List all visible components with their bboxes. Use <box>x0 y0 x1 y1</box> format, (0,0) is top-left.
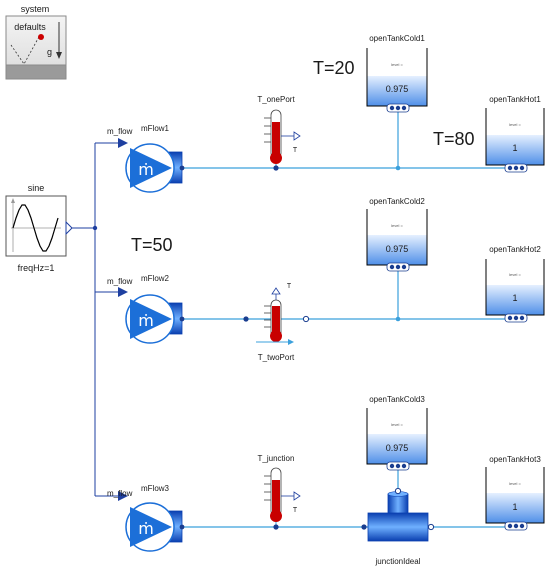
mflow3-input-port[interactable] <box>118 491 128 501</box>
cold-tank-2-level-value: 0.975 <box>386 244 409 254</box>
t-oneport-output-port[interactable] <box>293 131 301 141</box>
signal-junction-dot <box>92 225 98 231</box>
sine-title: sine <box>28 183 45 193</box>
annotation-t-cold: T=20 <box>313 58 355 78</box>
hot-tank-3-label: openTankHot3 <box>489 455 541 464</box>
mflow2-source[interactable]: mFlow2 ṁ <box>125 274 185 344</box>
fluid-junction-dot-2 <box>395 316 401 322</box>
sine-output-port[interactable] <box>65 220 73 236</box>
annotation-t-mid: T=50 <box>131 235 173 255</box>
sine-param: freqHz=1 <box>18 263 55 273</box>
t-junction-sensor[interactable]: T_junction T <box>258 454 301 530</box>
flow-direction-arrow-icon <box>288 339 294 345</box>
hot-tank-1-level-value: 1 <box>512 143 517 153</box>
t-twoport-sensor[interactable]: T T_twoPort <box>243 283 310 362</box>
system-defaults-label: defaults <box>14 22 46 32</box>
ground-icon <box>5 64 67 80</box>
mflow1-input-port[interactable] <box>118 138 128 148</box>
hot-tank-1-label: openTankHot1 <box>489 95 541 104</box>
system-title: system <box>21 4 50 14</box>
hot-tank-1-level-label: level = <box>509 122 521 127</box>
open-tank-cold-3[interactable]: openTankCold3 level = 0.975 <box>366 395 428 471</box>
pendulum-icon <box>10 34 41 65</box>
cold-tank-3-level-label: level = <box>391 422 403 427</box>
mflow3-symbol: ṁ <box>138 519 154 538</box>
tee-pipe-icon <box>387 493 409 515</box>
mflow2-symbol: ṁ <box>138 311 154 330</box>
cold-tank-1-level-label: level = <box>391 62 403 67</box>
system-block[interactable]: system defaults g <box>5 4 67 80</box>
mflow1-input-label: m_flow <box>107 127 133 136</box>
t-twoport-label: T_twoPort <box>258 353 295 362</box>
annotation-t-hot: T=80 <box>433 129 475 149</box>
hot-tank-2-level-label: level = <box>509 272 521 277</box>
mflow1-source[interactable]: mFlow1 ṁ <box>125 124 185 193</box>
mflow2-input-port[interactable] <box>118 287 128 297</box>
hot-tank-3-level-label: level = <box>509 481 521 486</box>
cold-tank-3-level-value: 0.975 <box>386 443 409 453</box>
mflow1-pump-icon <box>130 148 172 188</box>
cold-tank-2-level-label: level = <box>391 223 403 228</box>
sine-wave-icon <box>12 204 59 252</box>
signal-lines <box>72 142 118 497</box>
mflow2-label: mFlow2 <box>141 274 170 283</box>
gravity-arrow-icon <box>56 52 62 59</box>
fluid-lines <box>182 112 520 528</box>
cold-tank-1-level-value: 0.975 <box>386 84 409 94</box>
pendulum-mass-icon <box>38 34 44 40</box>
sine-block[interactable]: sine freqHz=1 <box>5 183 73 273</box>
hot-tank-3-level-value: 1 <box>512 502 517 512</box>
fluid-junction-dot-1 <box>395 165 401 171</box>
cold-tank-2-label: openTankCold2 <box>369 197 425 206</box>
open-tank-hot-1[interactable]: openTankHot1 level = 1 <box>485 95 545 173</box>
t-twoport-output-port[interactable] <box>271 287 281 295</box>
open-tank-cold-1[interactable]: openTankCold1 level = 0.975 <box>366 34 428 113</box>
mflow3-input-label: m_flow <box>107 489 133 498</box>
hot-tank-2-level-value: 1 <box>512 293 517 303</box>
t-oneport-label: T_onePort <box>257 95 295 104</box>
t-oneport-out-label: T <box>293 147 298 154</box>
cold-tank-3-label: openTankCold3 <box>369 395 425 404</box>
mflow2-pump-icon <box>130 299 172 339</box>
open-tank-hot-3[interactable]: openTankHot3 level = 1 <box>485 455 545 531</box>
t-junction-label: T_junction <box>258 454 295 463</box>
mflow3-pump-icon <box>130 507 172 547</box>
hot-tank-2-label: openTankHot2 <box>489 245 541 254</box>
junction-ideal[interactable]: junctionIdeal <box>361 487 435 566</box>
junction-label: junctionIdeal <box>375 557 421 566</box>
t-twoport-out-label: T <box>287 283 292 290</box>
system-g-label: g <box>47 47 52 57</box>
mflow1-label: mFlow1 <box>141 124 170 133</box>
mflow2-input-label: m_flow <box>107 277 133 286</box>
open-tank-hot-2[interactable]: openTankHot2 level = 1 <box>485 245 545 323</box>
mflow3-label: mFlow3 <box>141 484 170 493</box>
t-junction-output-port[interactable] <box>293 491 301 501</box>
t-oneport-sensor[interactable]: T_onePort T <box>257 95 301 171</box>
mflow1-symbol: ṁ <box>138 160 154 179</box>
open-tank-cold-2[interactable]: openTankCold2 level = 0.975 <box>366 197 428 272</box>
t-junction-out-label: T <box>293 507 298 514</box>
mflow3-source[interactable]: mFlow3 ṁ <box>125 484 185 552</box>
cold-tank-1-label: openTankCold1 <box>369 34 425 43</box>
